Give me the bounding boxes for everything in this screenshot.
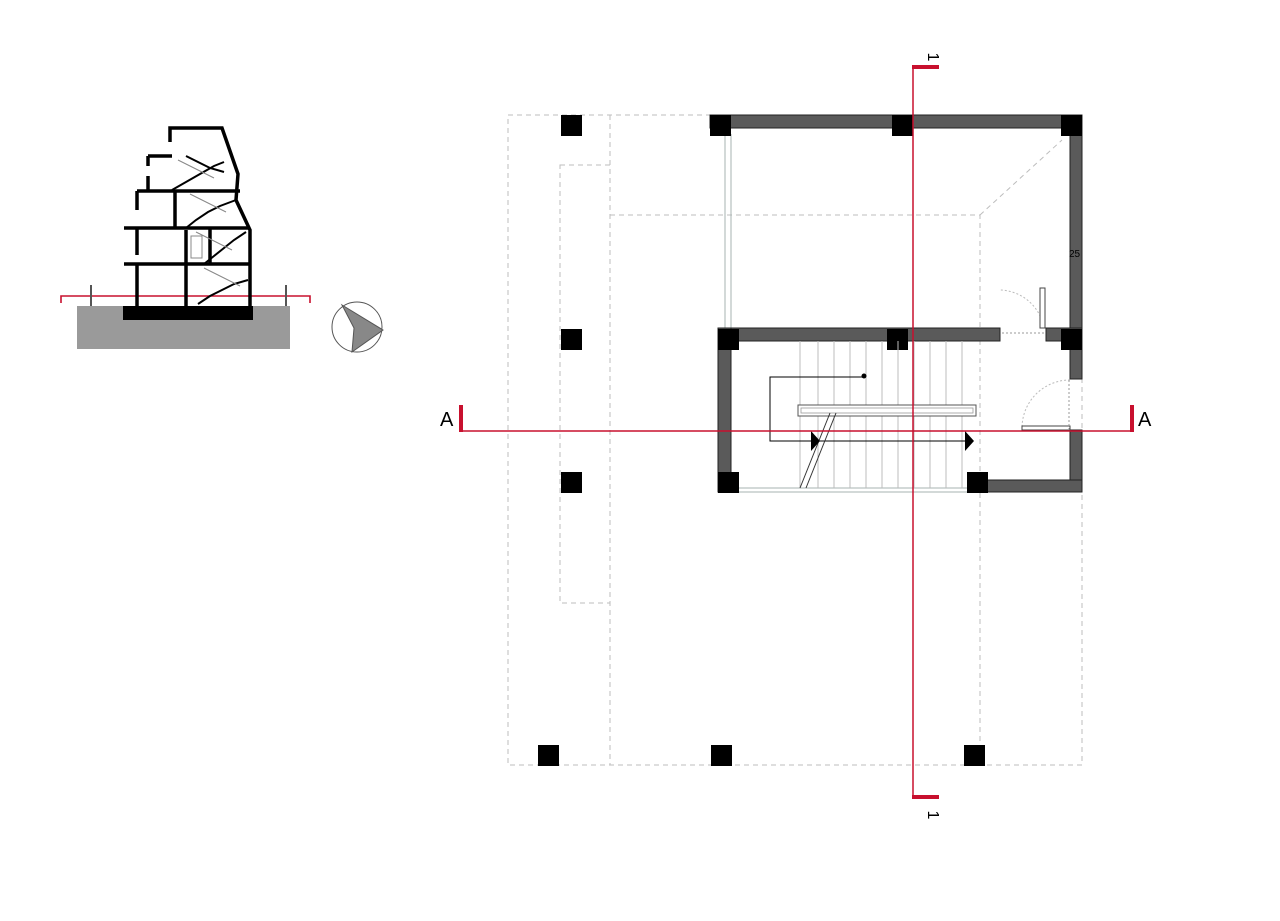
section-1-label-bottom: 1: [924, 811, 941, 820]
section-a-label-left: A: [440, 409, 454, 431]
window-lines: [724, 134, 970, 493]
section-line-1: [912, 65, 939, 799]
stair-handrail: [797, 404, 977, 417]
dimension-label: 25: [1069, 249, 1081, 260]
section-stairs: [171, 155, 249, 305]
door-swing-lower: [1021, 379, 1071, 429]
doors: [999, 287, 1071, 431]
stair-arrow-left-icon: [811, 431, 820, 451]
section-line-a: [459, 405, 1134, 432]
door-swing-upper: [999, 289, 1045, 329]
columns: [538, 115, 1082, 766]
stair-walkline: [769, 376, 968, 442]
section-stair-hatching: [177, 159, 241, 287]
section-door: [190, 235, 203, 259]
dashed-outlines: [507, 114, 1083, 766]
stair-arrow-right-icon: [965, 431, 974, 451]
section-a-label-right: A: [1138, 409, 1152, 431]
door-leaf-upper: [1039, 287, 1046, 329]
section-outline: [124, 126, 252, 306]
door-leaf-lower: [1021, 425, 1071, 431]
walls: [709, 114, 1083, 493]
stair-start-dot: [861, 373, 867, 379]
foundation-slab: [123, 306, 253, 320]
section-thumbnail: [60, 126, 311, 349]
north-arrow-icon: [331, 301, 384, 354]
staircase: [769, 341, 977, 489]
section-1-label-top: 1: [924, 53, 941, 62]
